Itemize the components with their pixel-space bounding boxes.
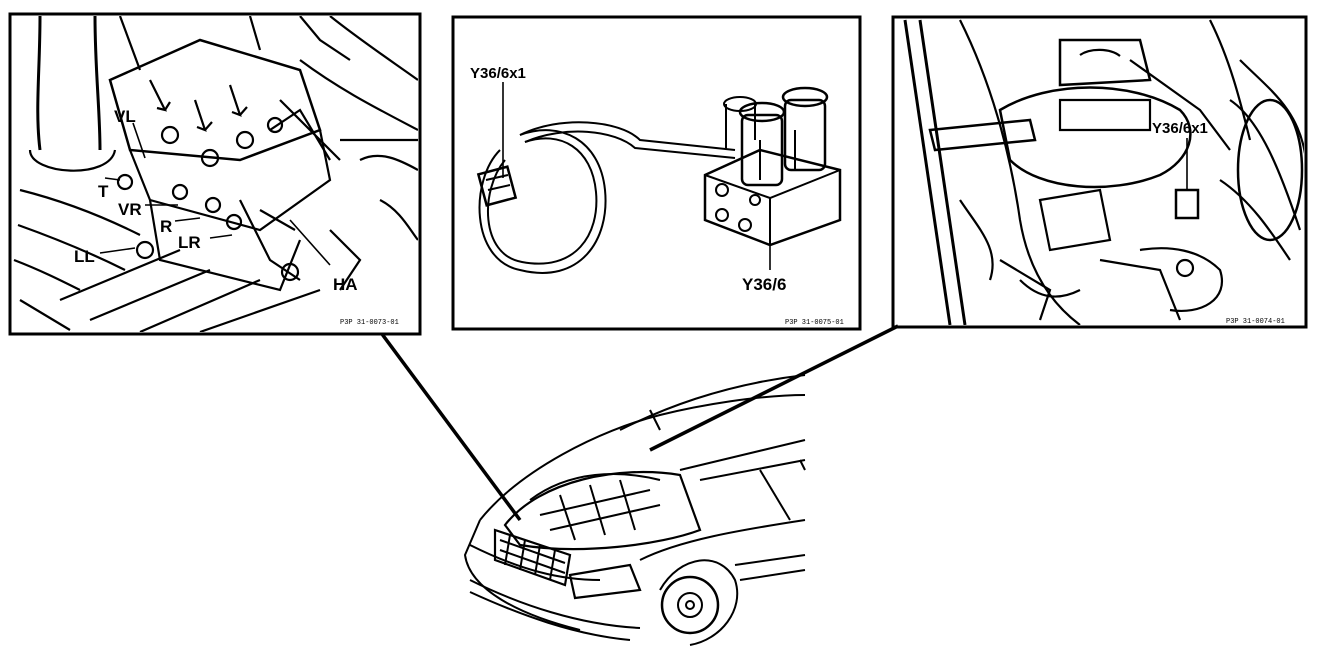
panel-left-ref: P3P 31-0073-01 — [340, 319, 399, 327]
label-y36-6: Y36/6 — [742, 275, 786, 294]
label-r: R — [160, 217, 172, 236]
panel-middle-illustration — [476, 86, 842, 274]
callout-leader — [380, 324, 899, 522]
label-y36-6x1-right: Y36/6x1 — [1152, 120, 1208, 137]
panel-right-ref: P3P 31-0074-01 — [1226, 318, 1285, 326]
panel-middle: Y36/6x1 Y36/6 P3P 31-0075-01 — [451, 15, 862, 331]
panel-left: VL T VR R LR LL HA P3P 31-0073-01 — [8, 12, 422, 336]
panel-right-illustration — [903, 19, 1304, 325]
label-ha: HA — [333, 275, 358, 294]
label-vl: VL — [114, 107, 136, 126]
panel-left-illustration — [13, 16, 418, 332]
panel-right: Y36/6x1 P3P 31-0074-01 — [891, 15, 1308, 329]
label-t: T — [98, 182, 109, 201]
car-illustration — [463, 374, 806, 646]
panel-middle-ref: P3P 31-0075-01 — [785, 319, 844, 327]
label-vr: VR — [118, 200, 142, 219]
panel-middle-leaders — [502, 82, 771, 270]
label-y36-6x1-middle: Y36/6x1 — [470, 65, 526, 82]
label-ll: LL — [74, 247, 95, 266]
label-lr: LR — [178, 233, 201, 252]
panel-left-leaders — [99, 122, 331, 266]
